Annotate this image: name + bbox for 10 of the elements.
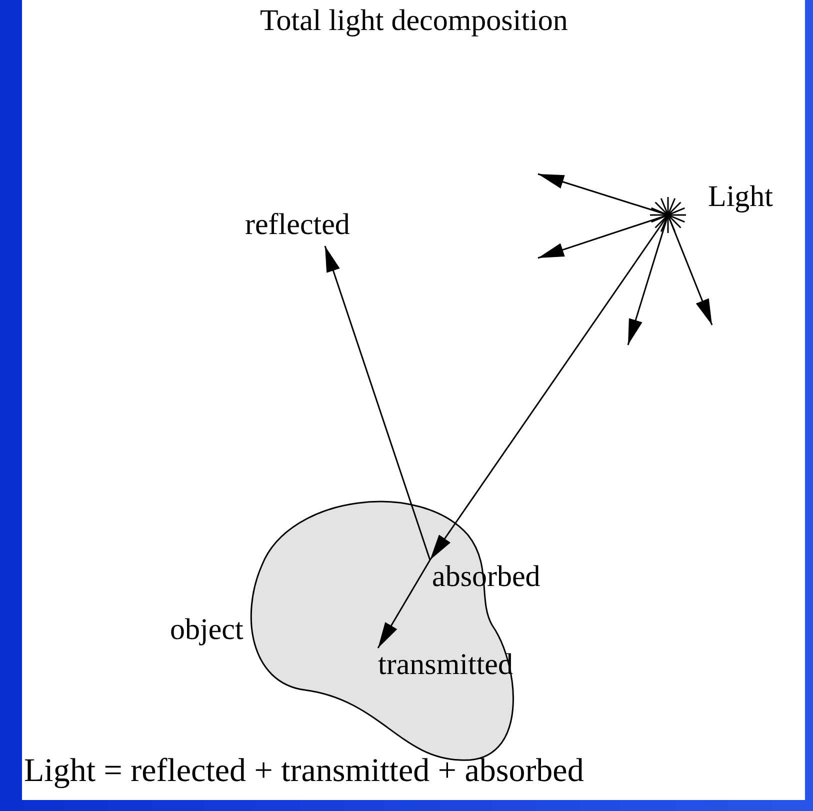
arrow [324,246,431,560]
arrow [429,214,669,560]
node-caption: object [170,613,244,647]
node-caption: Light [708,180,773,214]
caption: Light = reflected + transmitted + absorbed [24,752,584,790]
arrow [377,560,431,648]
diagram-title: Total light decomposition [260,4,568,38]
arrow [667,214,713,326]
node-label: reflected [245,208,350,242]
arrow [538,214,668,259]
